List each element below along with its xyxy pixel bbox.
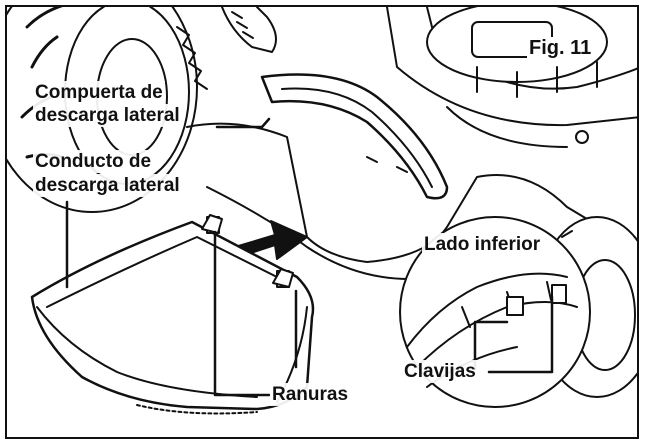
- underside-inset: [399, 216, 591, 408]
- side-discharge-chute-label-line2: descarga lateral: [33, 174, 182, 197]
- side-discharge-door-label-line1: Compuerta de: [33, 81, 165, 104]
- handle-knob: [221, 7, 277, 53]
- mower-deck: [186, 7, 637, 280]
- side-discharge-door-label-line2: descarga lateral: [33, 104, 182, 127]
- side-discharge-chute-label-line1: Conducto de: [33, 150, 154, 173]
- figure-frame: Fig. 11 Compuerta de descarga lateral Co…: [5, 5, 639, 439]
- slots-label: Ranuras: [270, 383, 351, 406]
- mower-illustration: [7, 7, 637, 415]
- underside-label: Lado inferior: [422, 233, 543, 256]
- leader-lines: [65, 117, 554, 397]
- figure-number: Fig. 11: [527, 37, 594, 60]
- side-discharge-door: [260, 73, 449, 200]
- pins-label: Clavijas: [402, 360, 478, 383]
